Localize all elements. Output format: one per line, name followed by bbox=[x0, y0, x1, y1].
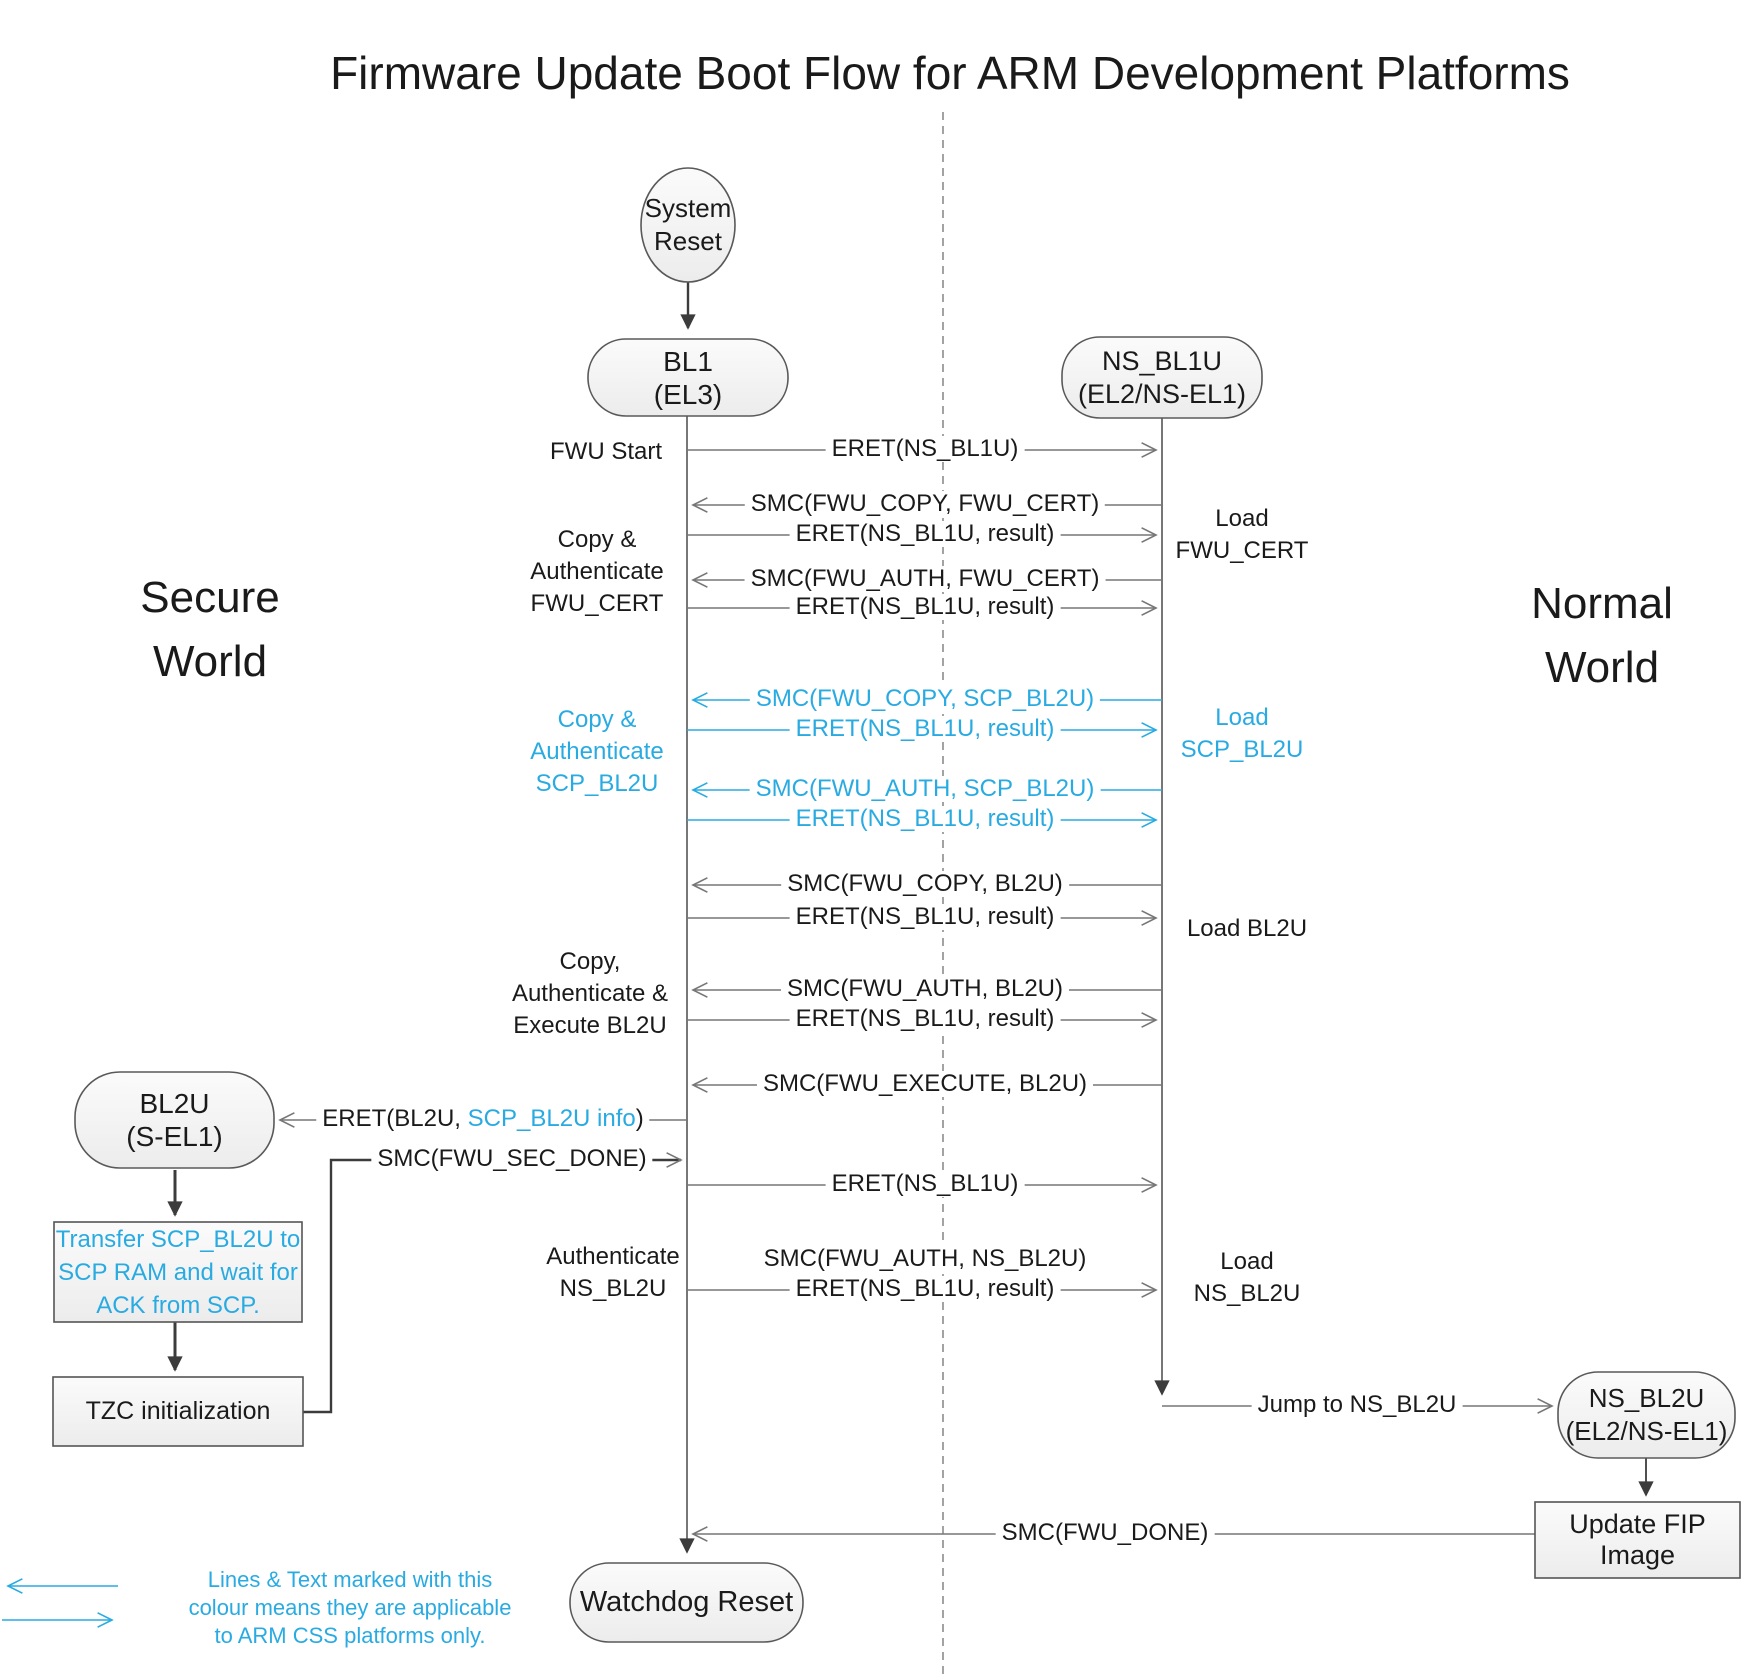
msg-label-smc-execute-bl2u: SMC(FWU_EXECUTE, BL2U) bbox=[756, 1071, 1094, 1097]
msg-label-eret-result-4: ERET(NS_BL1U, result) bbox=[789, 1006, 1061, 1032]
msg-label-smc-done: SMC(FWU_DONE) bbox=[995, 1520, 1215, 1546]
msg-label-eret-result-scp-1: ERET(NS_BL1U, result) bbox=[789, 716, 1061, 742]
msg-label-jump-ns-bl2u: Jump to NS_BL2U bbox=[1251, 1392, 1463, 1418]
system-reset-node-shape bbox=[640, 167, 736, 283]
ns-bl2u-node-shape bbox=[1557, 1371, 1736, 1459]
msg-label-smc-auth-scp-bl2u: SMC(FWU_AUTH, SCP_BL2U) bbox=[749, 776, 1101, 802]
copy-auth-scp-bl2u-label: Copy & Authenticate SCP_BL2U bbox=[530, 706, 664, 797]
update-fip-box: Update FIP Image bbox=[1569, 1509, 1706, 1570]
msg-label-eret-bl2u: ERET(BL2U, SCP_BL2U info) bbox=[316, 1106, 650, 1132]
watchdog-node-shape bbox=[569, 1562, 804, 1643]
tzc-box: TZC initialization bbox=[85, 1397, 271, 1425]
ns-bl2u-node: NS_BL2U(EL2/NS-EL1) bbox=[1565, 1383, 1728, 1446]
load-ns-bl2u-label: Load NS_BL2U bbox=[1193, 1248, 1301, 1307]
msg-label-smc-auth-fwu-cert: SMC(FWU_AUTH, FWU_CERT) bbox=[744, 566, 1106, 592]
bl2u-node: BL2U(S-EL1) bbox=[126, 1088, 223, 1152]
msg-label-smc-copy-fwu-cert: SMC(FWU_COPY, FWU_CERT) bbox=[744, 491, 1106, 517]
msg-label-eret-ns-bl1u-2: ERET(NS_BL1U) bbox=[825, 1171, 1025, 1197]
transfer-box-shape bbox=[53, 1221, 303, 1323]
ns-bl1u-node-shape bbox=[1061, 336, 1263, 419]
legend-text: Lines & Text marked with this colour mea… bbox=[188, 1567, 512, 1648]
load-fwu-cert-label: Load FWU_CERT bbox=[1175, 505, 1309, 564]
fwu-start-label: FWU Start bbox=[550, 438, 662, 465]
bl1-node: BL1(EL3) bbox=[653, 345, 723, 410]
bl2u-node-shape bbox=[74, 1071, 275, 1169]
watchdog-reset-node: Watchdog Reset bbox=[579, 1586, 794, 1618]
msg-label-smc-copy-bl2u: SMC(FWU_COPY, BL2U) bbox=[781, 871, 1069, 897]
msg-label-smc-auth-ns-bl2u: SMC(FWU_AUTH, NS_BL2U) bbox=[757, 1246, 1093, 1272]
msg-label-smc-copy-scp-bl2u: SMC(FWU_COPY, SCP_BL2U) bbox=[749, 686, 1101, 712]
msg-label-eret-result-scp-2: ERET(NS_BL1U, result) bbox=[789, 806, 1061, 832]
ns-bl1u-node: NS_BL1U(EL2/NS-EL1) bbox=[1077, 345, 1247, 409]
msg-label-eret-result-5: ERET(NS_BL1U, result) bbox=[789, 1276, 1061, 1302]
tzc-box-shape bbox=[52, 1376, 304, 1447]
transfer-scp-box: Transfer SCP_BL2U to SCP RAM and wait fo… bbox=[55, 1225, 301, 1319]
copy-auth-fwu-cert-label: Copy & Authenticate FWU_CERT bbox=[530, 526, 664, 617]
copy-auth-exec-bl2u-label: Copy, Authenticate & Execute BL2U bbox=[511, 948, 669, 1039]
msg-label-eret-ns-bl1u: ERET(NS_BL1U) bbox=[825, 436, 1025, 462]
msg-label-smc-auth-bl2u: SMC(FWU_AUTH, BL2U) bbox=[780, 976, 1070, 1002]
msg-label-eret-result-2: ERET(NS_BL1U, result) bbox=[789, 594, 1061, 620]
bl1-node-shape bbox=[587, 338, 789, 417]
msg-label-eret-result-3: ERET(NS_BL1U, result) bbox=[789, 904, 1061, 930]
update-fip-box-shape bbox=[1534, 1501, 1741, 1579]
msg-label-smc-sec-done: SMC(FWU_SEC_DONE) bbox=[371, 1146, 653, 1172]
authenticate-ns-bl2u-label: Authenticate NS_BL2U bbox=[546, 1243, 680, 1302]
msg-label-eret-result-1: ERET(NS_BL1U, result) bbox=[789, 521, 1061, 547]
page-title: Firmware Update Boot Flow for ARM Develo… bbox=[330, 47, 1570, 99]
load-scp-bl2u-label: Load SCP_BL2U bbox=[1180, 704, 1304, 763]
load-bl2u-label: Load BL2U bbox=[1186, 915, 1308, 942]
